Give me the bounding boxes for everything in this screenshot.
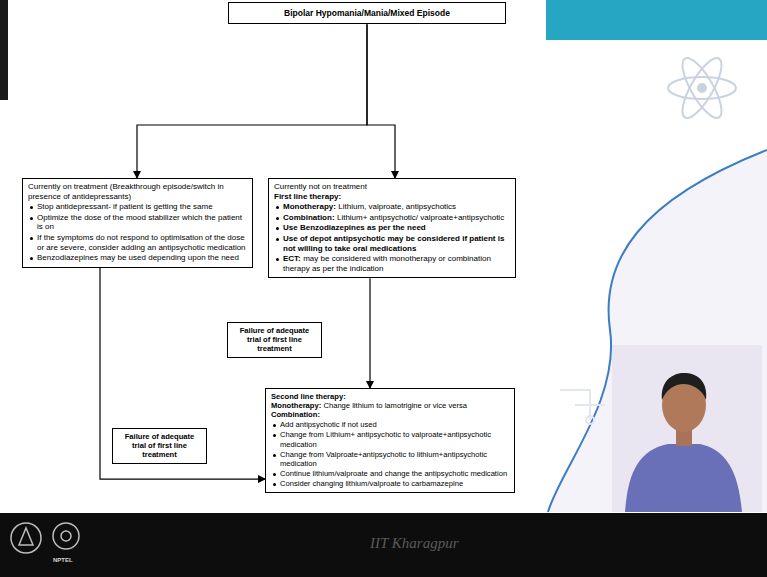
- bullet-item: Consider changing lithium/valproate to c…: [271, 479, 509, 488]
- bullet-item: Benzodiazepines may be used depending up…: [28, 253, 247, 263]
- bullet-item: Add antipsychotic if not used: [271, 420, 509, 429]
- bullet-item: If the symptoms do not respond to optimi…: [28, 233, 247, 252]
- box-text: Change lithium to lamotrigine or vice ve…: [323, 401, 467, 410]
- first-line-box: Currently not on treatmentFirst line the…: [268, 178, 516, 278]
- bullet-dot: [273, 434, 276, 437]
- box-text: Lithium, valproate, antipsychotics: [338, 202, 456, 211]
- box-text: Add antipsychotic if not used: [280, 420, 377, 429]
- bullet-dot: [276, 238, 279, 241]
- box-text: Stop antidepressant- if patient is getti…: [37, 202, 213, 211]
- text-row: Currently not on treatment: [274, 182, 510, 192]
- atom-icon: [668, 53, 736, 123]
- presenter-video: [612, 345, 762, 512]
- bullet-item: Change from Valproate+antipsychotic to l…: [271, 450, 509, 468]
- bullet-dot: [273, 424, 276, 427]
- footer-institute: IIT Kharagpur: [370, 535, 459, 552]
- logo-emblem: [11, 523, 79, 553]
- bullet-dot: [273, 473, 276, 476]
- bullet-dot: [30, 257, 33, 260]
- box-text: Monotherapy:: [283, 202, 336, 211]
- box-text: Combination:: [283, 213, 335, 222]
- bullet-item: ECT:may be considered with monotherapy o…: [274, 254, 510, 273]
- box-text: First line therapy:: [274, 192, 341, 201]
- box-text: Failure of adequate trial of first line …: [240, 326, 310, 353]
- box-text: Optimize the dose of the mood stabilizer…: [37, 213, 242, 232]
- bullet-item: Use of depot antipsychotic may be consid…: [274, 234, 510, 253]
- box-text: Second line therapy:: [271, 392, 346, 401]
- box-text: Currently not on treatment: [274, 182, 367, 191]
- box-text: Lithium+ antipsychotic/ valproate+antips…: [337, 213, 504, 222]
- bullet-dot: [276, 217, 279, 220]
- bullet-dot: [30, 206, 33, 209]
- circuit-icon: [560, 390, 605, 424]
- text-row: Failure of adequate trial of first line …: [118, 432, 201, 459]
- side-panel: [548, 150, 767, 512]
- text-row: Currently on treatment (Breakthrough epi…: [28, 182, 247, 201]
- header-band: [546, 0, 767, 40]
- footer-bar: [0, 513, 767, 577]
- failure-box: Failure of adequate trial of first line …: [227, 322, 322, 358]
- box-text: Continue lithium/valproate and change th…: [280, 469, 507, 478]
- box-text: Change from Valproate+antipsychotic to l…: [280, 450, 487, 468]
- box-text: ECT:: [283, 254, 301, 263]
- left-strip: [0, 0, 8, 100]
- bullet-item: Continue lithium/valproate and change th…: [271, 469, 509, 478]
- bullet-item: Combination:Lithium+ antipsychotic/ valp…: [274, 213, 510, 223]
- box-text: Change from Lithium+ antipsychotic to va…: [280, 430, 491, 448]
- text-row: Bipolar Hypomania/Mania/Mixed Episode: [235, 8, 499, 18]
- bullet-item: Use Benzodiazepines as per the need: [274, 223, 510, 233]
- box-text: Use of depot antipsychotic may be consid…: [283, 234, 504, 253]
- box-text: Combination:: [271, 410, 320, 419]
- text-row: Failure of adequate trial of first line …: [233, 326, 316, 353]
- box-text: Benzodiazepines may be used depending up…: [37, 253, 239, 262]
- text-row: Second line therapy:: [271, 392, 509, 401]
- bullet-dot: [276, 206, 279, 209]
- text-row: Combination:: [271, 410, 509, 419]
- box-text: If the symptoms do not respond to optimi…: [37, 233, 246, 252]
- side-curve: [548, 150, 767, 512]
- bullet-dot: [30, 217, 33, 220]
- box-text: Currently on treatment (Breakthrough epi…: [28, 182, 224, 201]
- flow-arrow: [137, 24, 367, 178]
- bullet-dot: [273, 483, 276, 486]
- box-text: may be considered with monotherapy or co…: [283, 254, 491, 273]
- bullet-dot: [276, 227, 279, 230]
- box-text: Monotherapy:: [271, 401, 321, 410]
- box-text: Use Benzodiazepines as per the need: [283, 223, 426, 232]
- flow-arrow: [100, 268, 265, 479]
- bullet-item: Change from Lithium+ antipsychotic to va…: [271, 430, 509, 448]
- bullet-dot: [276, 258, 279, 261]
- box-text: Failure of adequate trial of first line …: [125, 432, 195, 459]
- episode-box: Bipolar Hypomania/Mania/Mixed Episode: [228, 2, 506, 24]
- bullet-item: Monotherapy:Lithium, valproate, antipsyc…: [274, 202, 510, 212]
- failure-box: Failure of adequate trial of first line …: [112, 428, 207, 464]
- second-line-box: Second line therapy:Monotherapy:Change l…: [265, 388, 515, 493]
- flow-arrow: [367, 24, 395, 178]
- bullet-item: Optimize the dose of the mood stabilizer…: [28, 213, 247, 232]
- logo-caption: NPTEL: [53, 557, 73, 563]
- text-row: First line therapy:: [274, 192, 510, 202]
- flow-arrow: [369, 278, 370, 388]
- box-text: Bipolar Hypomania/Mania/Mixed Episode: [284, 8, 450, 18]
- text-row: Monotherapy:Change lithium to lamotrigin…: [271, 401, 509, 410]
- bullet-item: Stop antidepressant- if patient is getti…: [28, 202, 247, 212]
- bullet-dot: [273, 454, 276, 457]
- on-treatment-box: Currently on treatment (Breakthrough epi…: [22, 178, 253, 268]
- box-text: Consider changing lithium/valproate to c…: [280, 479, 463, 488]
- bullet-dot: [30, 237, 33, 240]
